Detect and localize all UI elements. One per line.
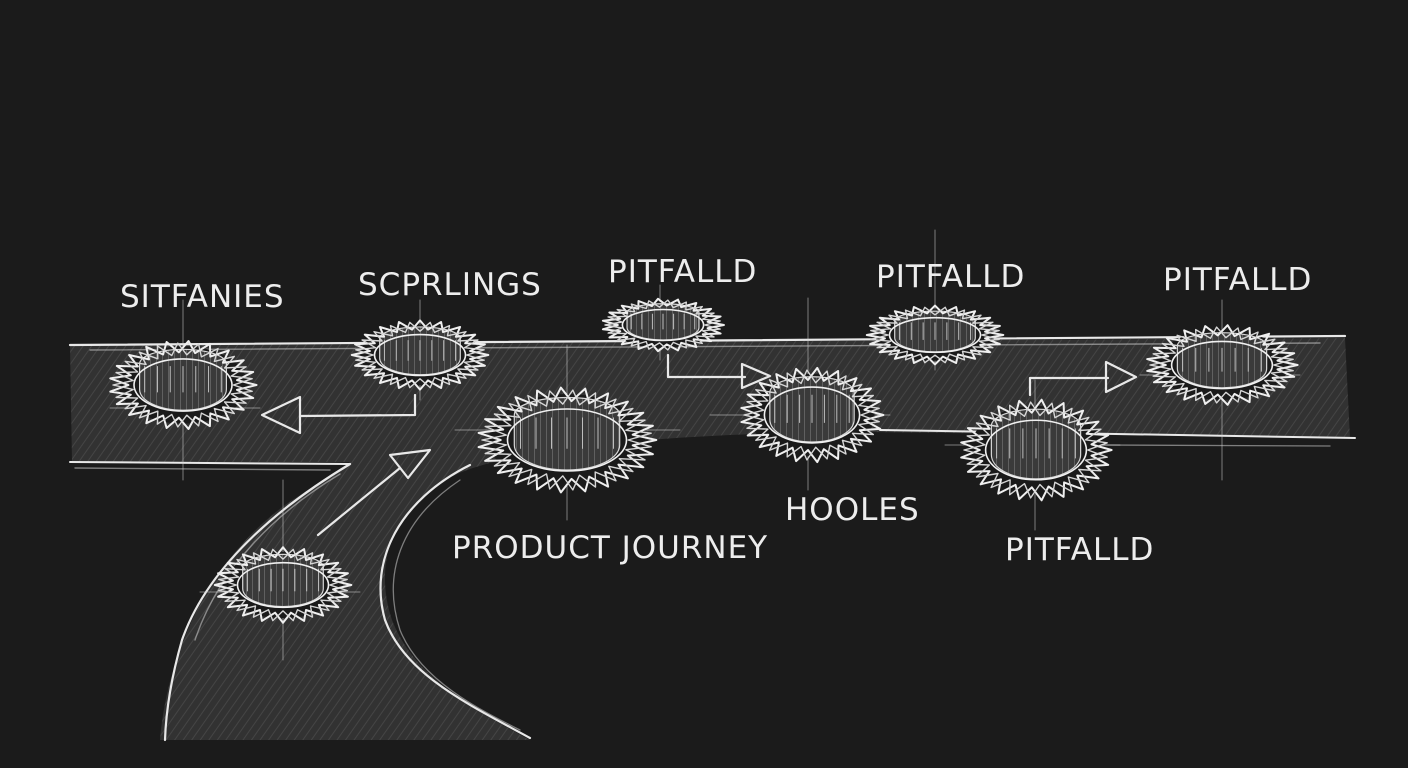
hole-rim (109, 340, 258, 430)
label-pitfall-1: PITFALLD (608, 254, 757, 290)
hole-inner-rim (888, 316, 982, 354)
arrows (260, 353, 1138, 537)
hole-rim (960, 398, 1113, 502)
road-right-lower-edge-sketch (1099, 444, 1331, 447)
road-curve-inner-sketch (392, 479, 521, 731)
hole-rim (1146, 324, 1299, 406)
road-main (70, 338, 1350, 740)
arrow-up-from-start (316, 448, 432, 537)
hole-inner-rim (236, 561, 330, 609)
hole-start (213, 546, 353, 624)
road-right-lower-edge (879, 429, 1356, 439)
label-sitfanies: SITFANIES (120, 279, 285, 315)
hole-rim-sketch (870, 306, 1000, 364)
hole-rim-sketch (1149, 326, 1294, 404)
labels: SITFANIES SCPRLINGS PITFALLD PITFALLD PI… (120, 254, 1312, 568)
hole-rim-sketch (355, 321, 485, 389)
label-product-journey: PRODUCT JOURNEY (452, 530, 768, 566)
hole-inner-rim (133, 358, 233, 412)
arrow-right-to-last-pitfall (1028, 360, 1138, 397)
hole-rim-sketch (604, 299, 721, 351)
hole-inner-rim (506, 408, 628, 472)
arrow-right-to-hooles (666, 353, 772, 390)
hole-inner-rim (763, 386, 861, 444)
hole-rim-sketch (218, 548, 348, 622)
hole-pitfall-2 (865, 304, 1005, 366)
hole-scprlings (350, 319, 490, 391)
road-curve-outer-sketch (194, 473, 341, 641)
holes (109, 297, 1299, 624)
label-pitfall-3: PITFALLD (1163, 262, 1312, 298)
hole-rim-sketch (481, 389, 652, 491)
hole-pitfall-3 (1146, 324, 1299, 406)
road-curve-inner (379, 463, 532, 740)
road-lower-edge-sketch (74, 467, 331, 471)
label-scprlings: SCPRLINGS (358, 267, 542, 303)
road-lower-edge (69, 461, 351, 465)
hole-rim (477, 386, 658, 494)
hole-rim (601, 297, 725, 353)
hole-rim (740, 366, 885, 464)
hole-inner-rim (621, 308, 705, 342)
label-pitfall-4: PITFALLD (1005, 532, 1154, 568)
hole-pitfall-1 (601, 297, 725, 353)
hole-sitfanies (109, 340, 258, 430)
hole-hooles (740, 366, 885, 464)
hole-inner-rim (1170, 340, 1274, 390)
hole-inner-rim (373, 333, 467, 377)
label-pitfall-2: PITFALLD (876, 259, 1025, 295)
label-hooles: HOOLES (785, 492, 920, 528)
arrow-left-to-sitfanies (260, 393, 417, 435)
hole-inner-rim (984, 419, 1088, 481)
hole-rim-sketch (963, 401, 1108, 499)
hole-rim-sketch (112, 342, 253, 428)
road-curve-outer (163, 462, 352, 742)
hole-center (477, 386, 658, 494)
hole-pitfall-4 (960, 398, 1113, 502)
hole-rim-sketch (743, 369, 880, 461)
